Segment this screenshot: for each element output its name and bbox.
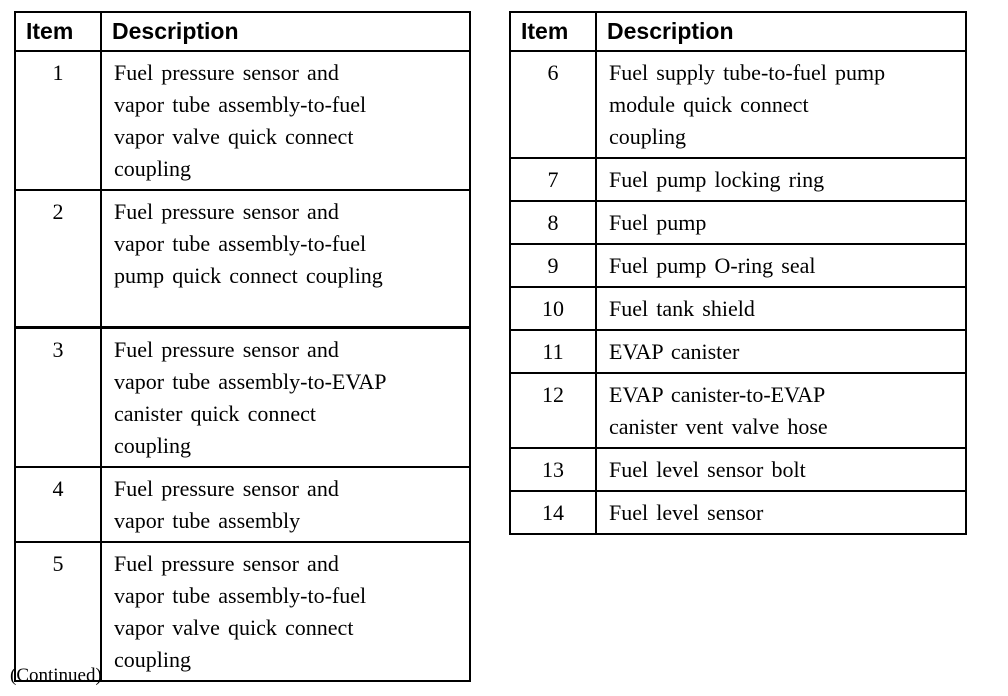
table-row: 6 Fuel supply tube-to-fuel pump module q… [509, 50, 967, 159]
continued-note: (Continued) [10, 665, 102, 686]
item-number-cell: 5 [14, 541, 102, 682]
table-header-row: Item Description [509, 11, 967, 52]
description-cell: Fuel pump locking ring [595, 157, 967, 202]
table-row: 3 Fuel pressure sensor and vapor tube as… [14, 326, 471, 468]
description-cell: EVAP canister [595, 329, 967, 374]
table-row: 5 Fuel pressure sensor and vapor tube as… [14, 541, 471, 682]
table-row: 7 Fuel pump locking ring [509, 157, 967, 202]
description-cell: Fuel tank shield [595, 286, 967, 331]
description-cell: Fuel pressure sensor and vapor tube asse… [100, 326, 471, 468]
description-column-header: Description [595, 11, 967, 52]
table-row: 2 Fuel pressure sensor and vapor tube as… [14, 189, 471, 329]
description-cell: Fuel pump O-ring seal [595, 243, 967, 288]
table-row: 4 Fuel pressure sensor and vapor tube as… [14, 466, 471, 543]
item-number-cell: 2 [14, 189, 102, 329]
description-cell: Fuel pump [595, 200, 967, 245]
table-header-row: Item Description [14, 11, 471, 52]
description-cell: EVAP canister-to-EVAP canister vent valv… [595, 372, 967, 449]
table-row: 14 Fuel level sensor [509, 490, 967, 535]
table-row: 1 Fuel pressure sensor and vapor tube as… [14, 50, 471, 191]
item-number-cell: 14 [509, 490, 597, 535]
description-cell: Fuel level sensor bolt [595, 447, 967, 492]
item-number-cell: 3 [14, 326, 102, 468]
parts-table-left-grid: Item Description 1 Fuel pressure sensor … [14, 11, 471, 682]
parts-table-left: Item Description 1 Fuel pressure sensor … [14, 11, 471, 682]
item-number-cell: 7 [509, 157, 597, 202]
item-number-cell: 8 [509, 200, 597, 245]
table-row: 12 EVAP canister-to-EVAP canister vent v… [509, 372, 967, 449]
item-column-header: Item [509, 11, 597, 52]
description-cell: Fuel pressure sensor and vapor tube asse… [100, 50, 471, 191]
item-number-cell: 12 [509, 372, 597, 449]
description-cell: Fuel pressure sensor and vapor tube asse… [100, 189, 471, 329]
item-number-cell: 4 [14, 466, 102, 543]
item-number-cell: 6 [509, 50, 597, 159]
item-number-cell: 10 [509, 286, 597, 331]
description-cell: Fuel pressure sensor and vapor tube asse… [100, 541, 471, 682]
item-number-cell: 13 [509, 447, 597, 492]
table-row: 13 Fuel level sensor bolt [509, 447, 967, 492]
description-cell: Fuel level sensor [595, 490, 967, 535]
description-column-header: Description [100, 11, 471, 52]
item-column-header: Item [14, 11, 102, 52]
item-number-cell: 9 [509, 243, 597, 288]
description-cell: Fuel pressure sensor and vapor tube asse… [100, 466, 471, 543]
item-number-cell: 1 [14, 50, 102, 191]
table-row: 11 EVAP canister [509, 329, 967, 374]
description-cell: Fuel supply tube-to-fuel pump module qui… [595, 50, 967, 159]
table-row: 10 Fuel tank shield [509, 286, 967, 331]
parts-table-right-grid: Item Description 6 Fuel supply tube-to-f… [509, 11, 967, 535]
table-row: 9 Fuel pump O-ring seal [509, 243, 967, 288]
item-number-cell: 11 [509, 329, 597, 374]
parts-table-right: Item Description 6 Fuel supply tube-to-f… [509, 11, 967, 535]
table-row: 8 Fuel pump [509, 200, 967, 245]
